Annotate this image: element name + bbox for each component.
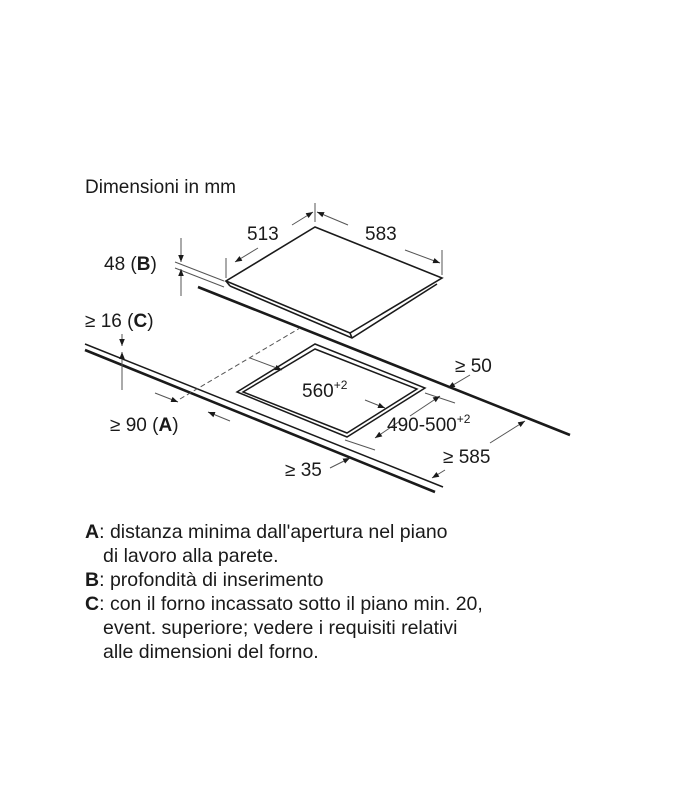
worktop-top-edge [84,343,444,488]
legend-colon: : [99,569,110,591]
legend-key: A [85,521,100,543]
hob-depth-label: 513 [247,224,279,245]
legend-item-a: A: distanza minima dall'apertura nel pia… [85,520,483,544]
legend-text: distanza minima dall'apertura nel piano [109,521,448,543]
worktop-bottom-edge [84,348,436,494]
legend-text: con il forno incassato sotto il piano mi… [109,593,483,615]
rear-worktop-edge [197,285,571,437]
dimension-lines [119,203,526,479]
legend-text: alle dimensioni del forno. [103,641,319,663]
hob-width-label: 583 [365,224,397,245]
legend-key: C [85,593,100,615]
legend-key: B [85,569,100,591]
legend-item-c: C: con il forno incassato sotto il piano… [85,592,483,616]
cutout-depth-label: 490-500+2 [387,412,471,436]
worktop-depth-label: ≥ 585 [443,447,490,468]
legend-text: di lavoro alla parete. [103,545,279,567]
legend-colon: : [99,593,110,615]
min-thickness-label: ≥ 16 (C) [85,311,154,332]
insertion-depth-label: 48 (B) [104,254,157,275]
cutout [235,343,427,438]
front-gap-label: ≥ 35 [285,460,322,481]
legend-item-b: B: profondità di inserimento [85,568,483,592]
hob [224,226,444,339]
legend: A: distanza minima dall'apertura nel pia… [85,520,483,664]
cutout-width-label: 560+2 [302,378,348,402]
legend-text: event. superiore; vedere i requisiti rel… [103,617,458,639]
legend-colon: : [99,521,110,543]
legend-text: profondità di inserimento [109,569,324,591]
diagram-title: Dimensioni in mm [85,177,236,198]
dashed-guide [179,327,301,400]
rear-gap-label: ≥ 50 [455,356,492,377]
wall-gap-label: ≥ 90 (A) [110,415,179,436]
